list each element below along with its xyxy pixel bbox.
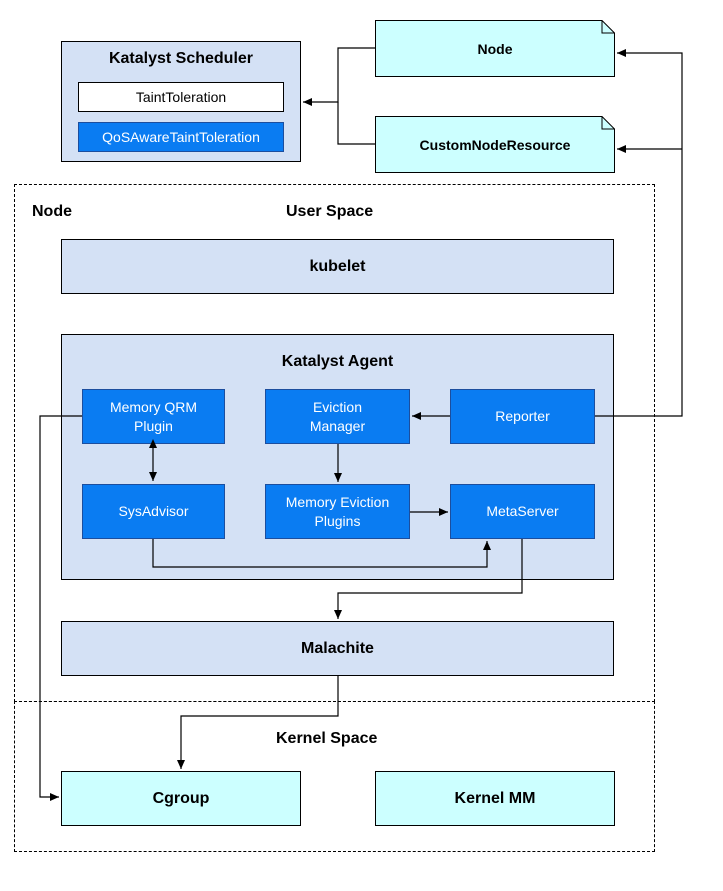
- kernel-mm: Kernel MM: [375, 771, 615, 826]
- scheduler-title: Katalyst Scheduler: [108, 50, 254, 67]
- kernel-space-label: Kernel Space: [276, 730, 378, 747]
- reporter-to-node-edge: [595, 49, 683, 417]
- custom-node-resource-doc: CustomNodeResource: [375, 116, 615, 173]
- malachite-to-cgroup-edge: [177, 676, 339, 769]
- metaserver-to-malachite-edge: [334, 539, 523, 619]
- memory-eviction-plugins: Memory Eviction Plugins: [265, 484, 410, 539]
- qrm-to-cgroup-edge: [39, 415, 82, 801]
- reporter: Reporter: [450, 389, 595, 444]
- user-space-label: User Space: [286, 203, 374, 220]
- sysadvisor: SysAdvisor: [82, 484, 225, 539]
- node-resource-label: Node: [477, 40, 513, 57]
- document-shape-icon: [375, 116, 615, 173]
- plugin-qos-aware-taint-toleration: QoSAwareTaintToleration: [78, 122, 284, 152]
- eviction-manager: Eviction Manager: [265, 389, 410, 444]
- custom-node-resource-label: CustomNodeResource: [419, 136, 571, 153]
- document-shape-icon: [375, 20, 615, 77]
- kubelet: kubelet: [61, 239, 614, 294]
- kernel-space-region: [14, 701, 655, 852]
- cnr-to-scheduler-edge: [337, 102, 375, 145]
- node-to-scheduler-edge: [303, 47, 375, 106]
- malachite: Malachite: [61, 621, 614, 676]
- node-resource-doc: Node: [375, 20, 615, 77]
- node-label: Node: [32, 203, 72, 220]
- katalyst-scheduler: Katalyst Scheduler TaintToleration QoSAw…: [61, 41, 301, 162]
- plugin-taint-toleration: TaintToleration: [78, 82, 284, 112]
- metaserver: MetaServer: [450, 484, 595, 539]
- agent-title: Katalyst Agent: [281, 353, 394, 370]
- cgroup: Cgroup: [61, 771, 301, 826]
- sysadvisor-to-metaserver-edge: [152, 539, 491, 568]
